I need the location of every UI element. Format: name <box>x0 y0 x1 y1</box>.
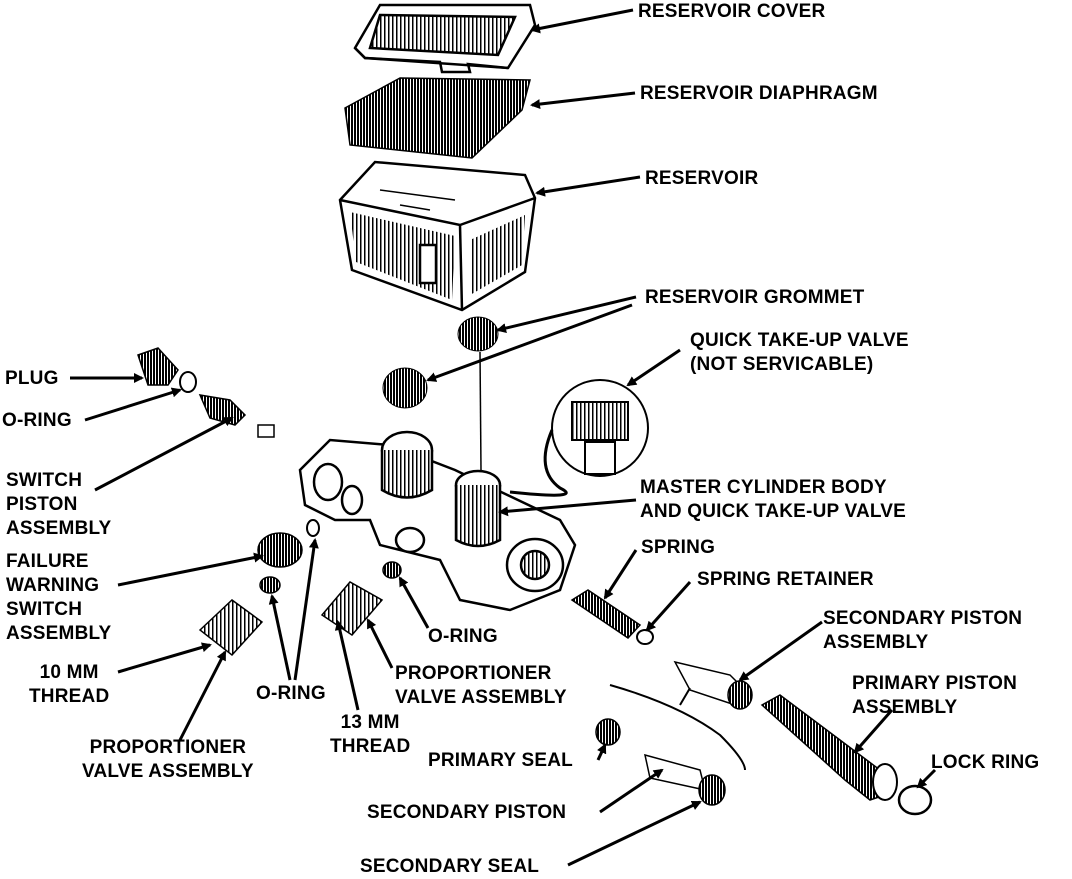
plug-and-switch-parts <box>137 347 275 438</box>
label-quick-take-up-valve: QUICK TAKE-UP VALVE (NOT SERVICABLE) <box>690 329 909 377</box>
label-proportioner-left-line1: PROPORTIONER <box>89 737 247 758</box>
quick-take-up-valve-detail <box>509 379 649 497</box>
label-master-cylinder-line2: AND QUICK TAKE-UP VALVE <box>640 501 907 522</box>
label-primary-piston-line2: ASSEMBLY <box>852 697 958 718</box>
reservoir-diaphragm-part <box>344 77 531 159</box>
label-secondary-seal: SECONDARY SEAL <box>360 856 540 877</box>
label-switch-piston-line2: PISTON <box>6 494 78 515</box>
label-10mm-line2: THREAD <box>29 686 110 707</box>
proportioner-valve-parts <box>198 581 384 657</box>
label-secondary-piston-assy-line2: ASSEMBLY <box>823 632 929 653</box>
label-switch-piston-line1: SWITCH <box>6 470 83 491</box>
label-failure-line1: FAILURE <box>6 551 89 572</box>
label-reservoir-cover: RESERVOIR COVER <box>638 1 826 22</box>
label-failure-line4: ASSEMBLY <box>6 623 112 644</box>
label-primary-piston-line1: PRIMARY PISTON <box>852 673 1018 694</box>
label-reservoir-grommet: RESERVOIR GROMMET <box>645 287 865 308</box>
label-reservoir-diaphragm: RESERVOIR DIAPHRAGM <box>640 83 878 104</box>
label-spring: SPRING <box>641 537 716 558</box>
label-primary-piston-assembly: PRIMARY PISTON ASSEMBLY <box>852 672 1017 720</box>
label-10mm-line1: 10 MM <box>39 662 99 683</box>
label-lock-ring: LOCK RING <box>931 752 1040 773</box>
label-quick-take-up-valve-line2: (NOT SERVICABLE) <box>690 354 874 375</box>
label-failure-line2: WARNING <box>6 575 100 596</box>
label-o-ring-upper: O-RING <box>2 410 72 431</box>
label-secondary-piston: SECONDARY PISTON <box>367 802 567 823</box>
label-quick-take-up-valve-line1: QUICK TAKE-UP VALVE <box>690 330 909 351</box>
label-proportioner-left-line2: VALVE ASSEMBLY <box>82 761 254 782</box>
reservoir-grommet-parts <box>382 316 499 471</box>
label-primary-seal: PRIMARY SEAL <box>428 750 573 771</box>
label-proportioner-right-line1: PROPORTIONER <box>395 663 552 684</box>
label-master-cylinder-body: MASTER CYLINDER BODY AND QUICK TAKE-UP V… <box>640 476 906 524</box>
label-plug: PLUG <box>5 368 59 389</box>
label-switch-piston-line3: ASSEMBLY <box>6 518 112 539</box>
label-10mm-thread: 10 MM THREAD <box>29 661 109 709</box>
label-o-ring-middle: O-RING <box>428 626 498 647</box>
label-proportioner-valve-left: PROPORTIONER VALVE ASSEMBLY <box>82 736 254 784</box>
label-o-ring-lower: O-RING <box>256 683 326 704</box>
label-spring-retainer: SPRING RETAINER <box>697 569 874 590</box>
reservoir-part <box>338 160 537 312</box>
label-13mm-thread: 13 MM THREAD <box>330 711 410 759</box>
leader-arrows <box>70 8 937 867</box>
reservoir-cover-part <box>353 3 537 74</box>
label-secondary-piston-assembly: SECONDARY PISTON ASSEMBLY <box>823 607 1022 655</box>
label-master-cylinder-line1: MASTER CYLINDER BODY <box>640 477 887 498</box>
label-switch-piston-assembly: SWITCH PISTON ASSEMBLY <box>6 469 111 541</box>
piston-parts <box>570 589 933 816</box>
label-failure-line3: SWITCH <box>6 599 83 620</box>
label-13mm-line2: THREAD <box>330 736 411 757</box>
label-proportioner-valve-right: PROPORTIONER VALVE ASSEMBLY <box>395 662 567 710</box>
label-13mm-line1: 13 MM <box>340 712 400 733</box>
label-secondary-piston-assy-line1: SECONDARY PISTON <box>823 608 1023 629</box>
failure-warning-switch-part <box>257 519 402 594</box>
master-cylinder-body-part <box>298 430 577 612</box>
label-reservoir: RESERVOIR <box>645 168 759 189</box>
label-proportioner-right-line2: VALVE ASSEMBLY <box>395 687 567 708</box>
label-failure-warning-switch: FAILURE WARNING SWITCH ASSEMBLY <box>6 550 111 646</box>
